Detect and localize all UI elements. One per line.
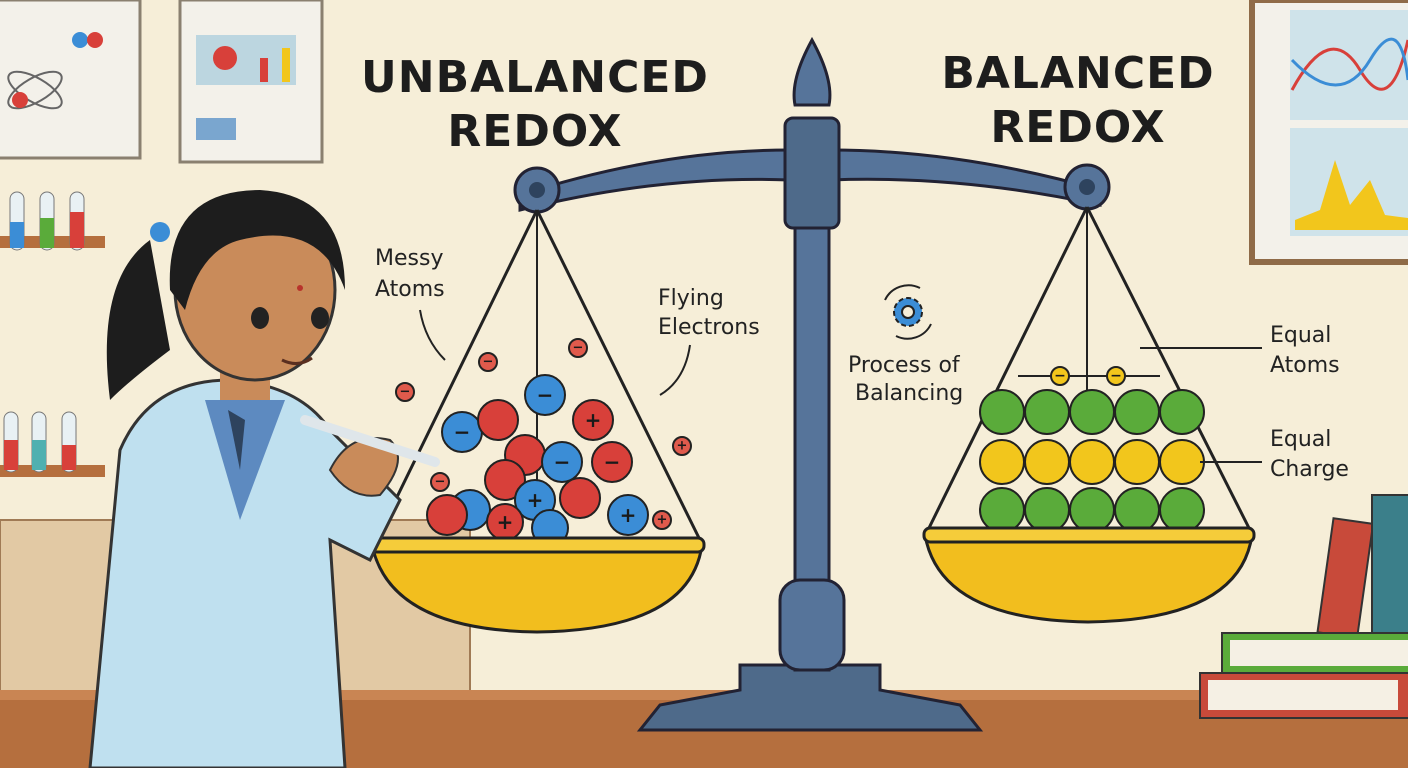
equal-atoms-label-2: Atoms [1270,353,1340,378]
charge-symbol: − [454,420,471,444]
charge-symbol: − [537,383,554,407]
charge-symbol: − [483,355,494,370]
loose-electron [478,352,498,372]
graph-poster [1249,0,1408,265]
messy-atoms-label-1: Messy [375,246,443,271]
unbalanced-title-line1: UNBALANCED [361,52,709,103]
green-atom [1024,389,1070,435]
balanced-title-line1: BALANCED [941,48,1214,99]
messy-atoms-label-2: Atoms [375,277,445,302]
charge-symbol: + [527,488,544,512]
unbalanced-title-line2: REDOX [447,106,622,157]
charge-symbol: + [677,439,688,454]
blue-atom [524,374,566,416]
charge-symbol: + [585,408,602,432]
red-atom [484,459,526,501]
yellow-atom [979,439,1025,485]
green-atom [1069,487,1115,533]
yellow-atom [1024,439,1070,485]
charge-symbol: − [554,450,571,474]
charge-symbol: − [604,450,621,474]
yellow-atom [1069,439,1115,485]
books [1199,494,1408,719]
electron-minus: − [1110,368,1122,384]
green-atom [1114,487,1160,533]
green-atom [1069,389,1115,435]
green-atom [979,487,1025,533]
flying-electrons-label-2: Electrons [658,315,760,340]
balanced-electrons: − − [1018,366,1160,386]
gear-cycle-icon [884,284,932,340]
test-tube-rack [0,191,105,477]
blue-atom [607,494,649,536]
green-atom [979,389,1025,435]
charge-symbol: − [435,475,446,490]
charge-symbol: − [400,385,411,400]
equal-atoms-label-1: Equal [1270,323,1331,348]
loose-electron [672,436,692,456]
balance-scale [513,36,1111,732]
equal-charge-label-1: Equal [1270,427,1331,452]
green-atom [1159,389,1205,435]
loose-electron [430,472,450,492]
left-pan: −−+−−+++−−−−++ [368,209,706,634]
charge-symbol: − [573,341,584,356]
charge-symbol: + [497,510,514,534]
red-atom [426,494,468,536]
atom-poster [0,0,142,160]
equal-charge-label-2: Charge [1270,457,1349,482]
red-atom [477,399,519,441]
yellow-atom [1114,439,1160,485]
red-atom [559,477,601,519]
electron-minus: − [1054,368,1066,384]
red-atom [572,399,614,441]
process-label-2: Balancing [855,381,963,406]
yellow-atom [1159,439,1205,485]
loose-electron [568,338,588,358]
green-atom [1114,389,1160,435]
pen [300,415,440,467]
balanced-title-line2: REDOX [990,102,1165,153]
chart-poster [178,0,324,164]
blue-atom [541,441,583,483]
loose-electron [395,382,415,402]
charge-symbol: + [620,503,637,527]
scientist-girl [88,190,440,768]
charge-symbol: + [657,513,668,528]
green-atom [1159,487,1205,533]
right-pan [922,206,1256,624]
red-atom [591,441,633,483]
green-atom [1024,487,1070,533]
loose-electron [652,510,672,530]
process-label-1: Process of [848,353,961,378]
flying-electrons-label-1: Flying [658,286,724,311]
